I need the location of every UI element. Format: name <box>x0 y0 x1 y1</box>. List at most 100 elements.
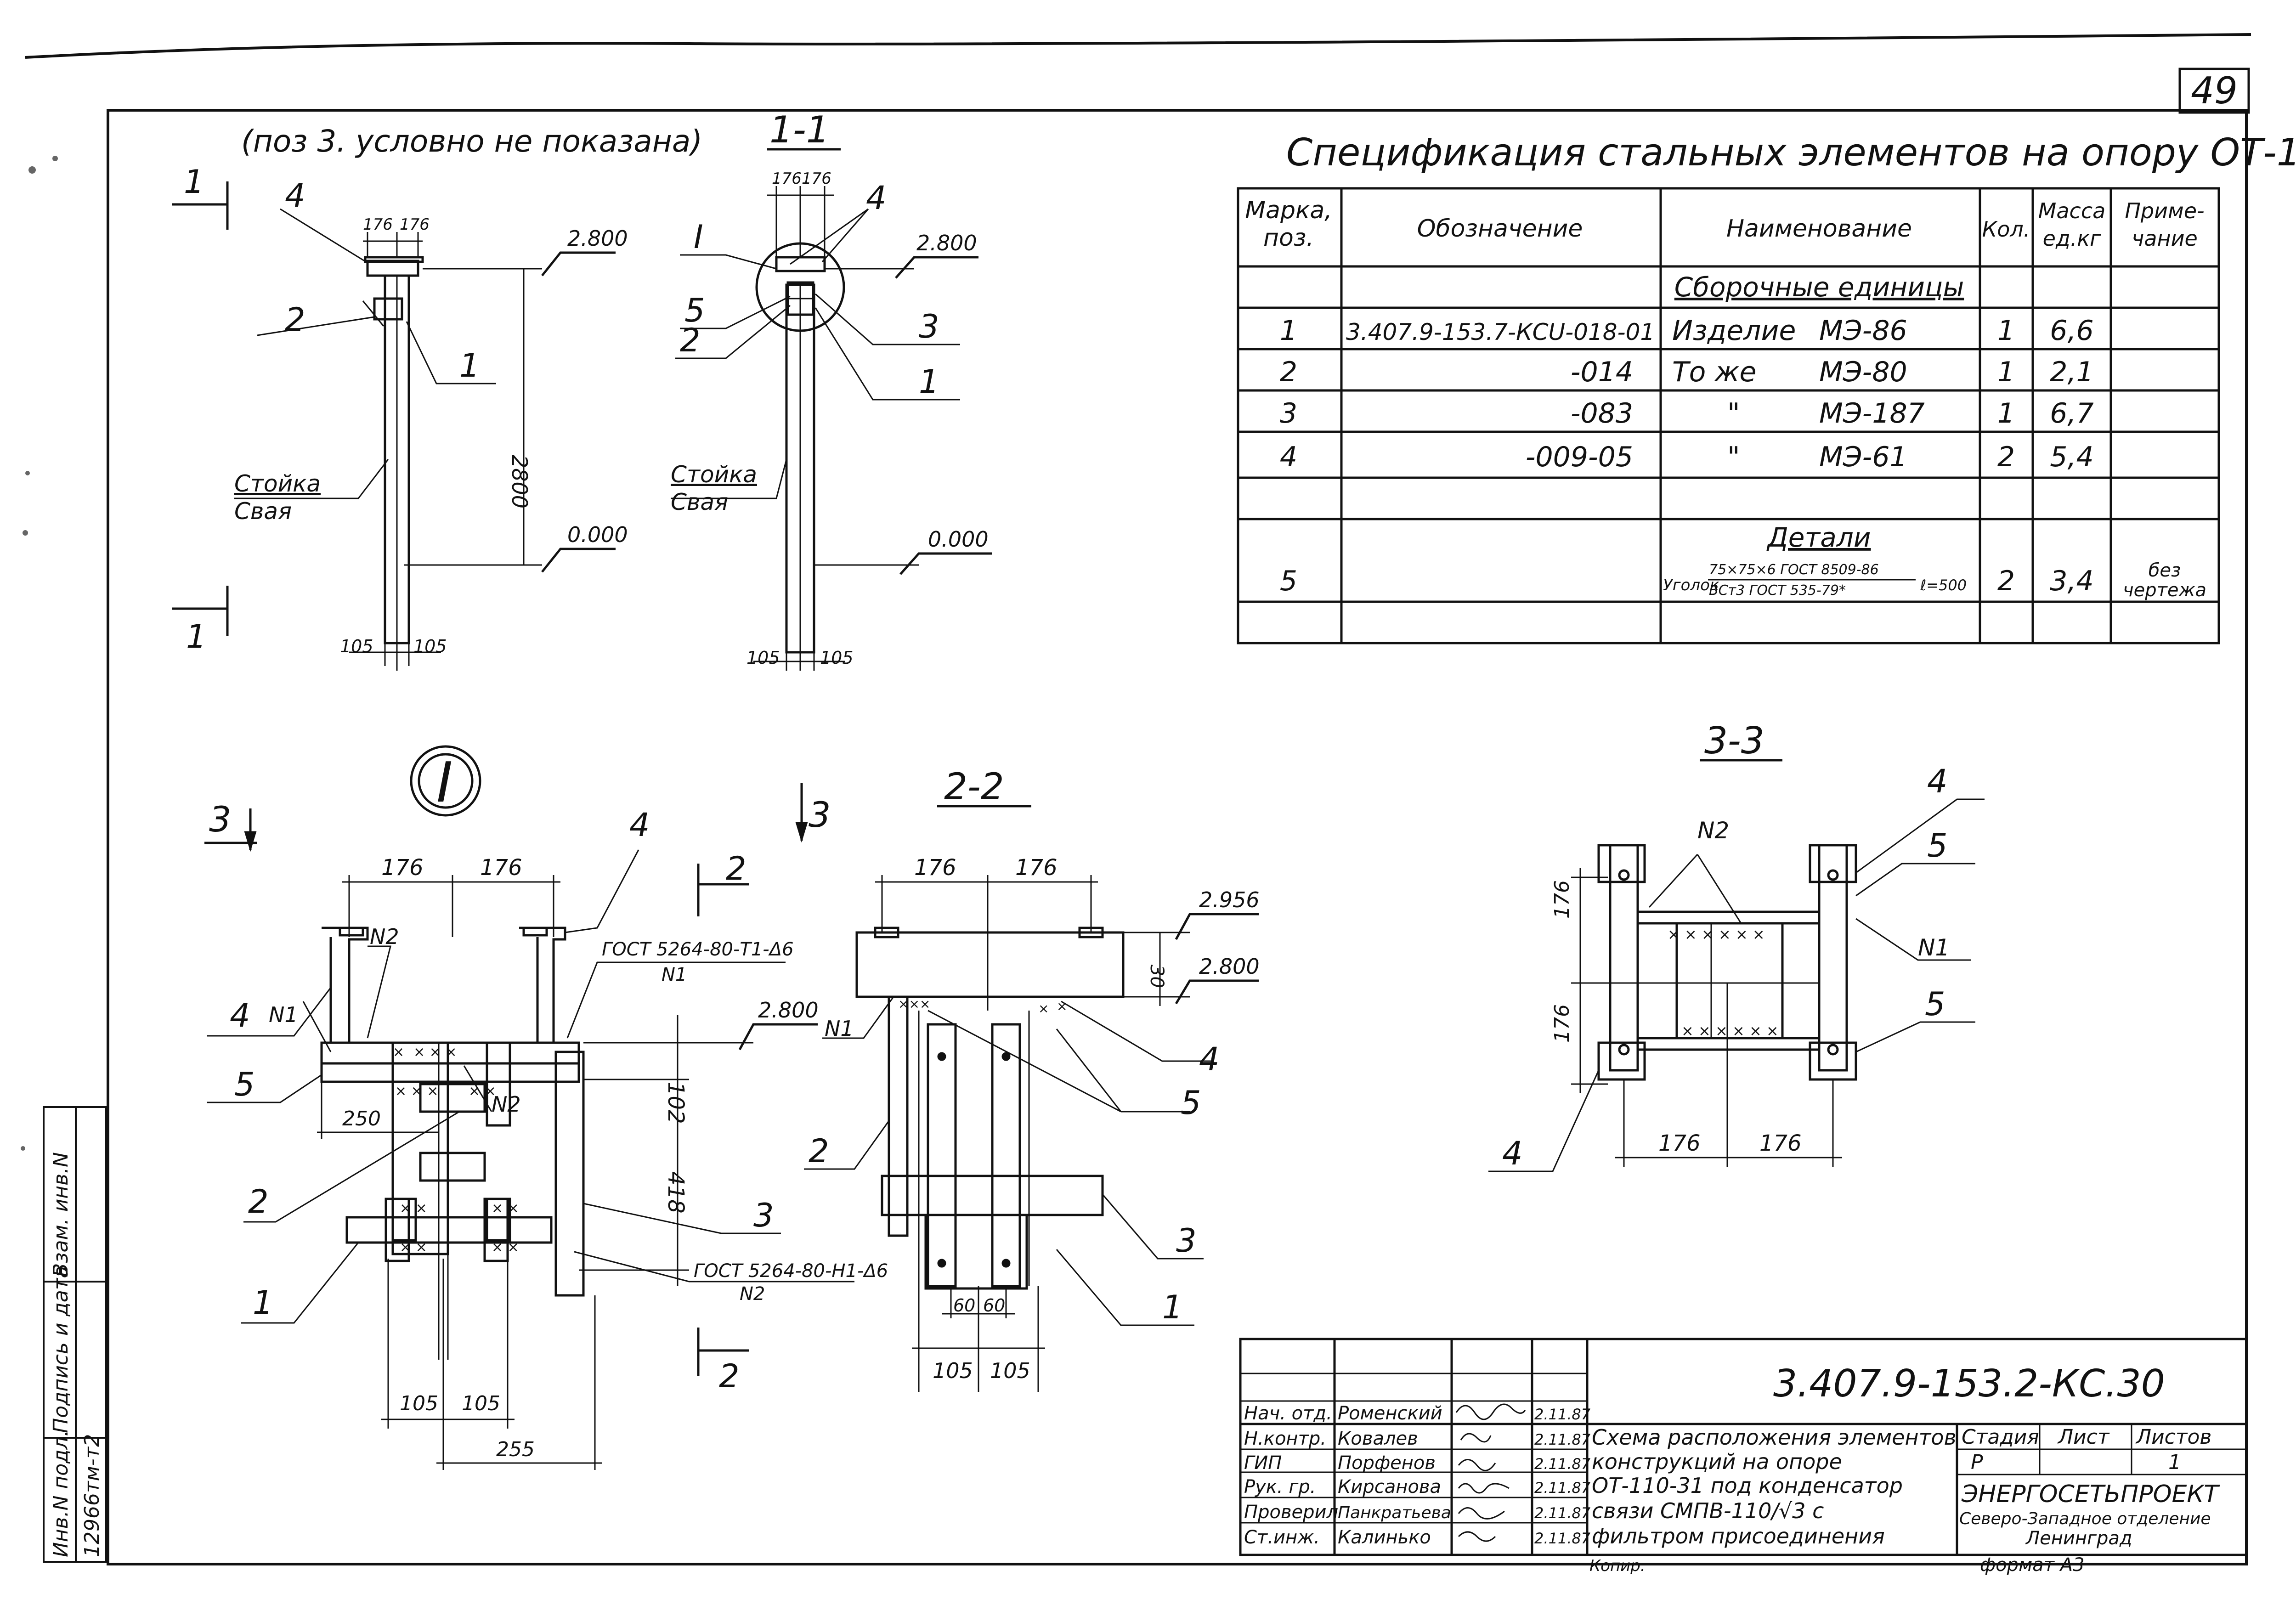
spec-row-2: 2 -014 То же МЭ-80 1 2,1 <box>1280 356 2094 388</box>
role-6: Ст.инж. <box>1244 1527 1320 1548</box>
name-3: Порфенов <box>1338 1452 1436 1474</box>
spec-row-4: 4 -009-05 " МЭ-61 2 5,4 <box>1280 441 2094 473</box>
dim-105-c: 105 <box>746 648 780 668</box>
format-label: формат А3 <box>1980 1554 2085 1576</box>
dim-176-l: 176 <box>1759 1130 1802 1156</box>
pos-3-label-b: 3 <box>919 308 939 345</box>
n1-marker-b: N1 <box>825 1016 854 1041</box>
role-1: Нач. отд. <box>1244 1403 1332 1424</box>
svg-text:": " <box>1727 397 1740 429</box>
date-6: 2.11.87 <box>1534 1530 1591 1547</box>
svg-text:2: 2 <box>1997 565 2015 597</box>
pos-1-label-d: 1 <box>1162 1288 1183 1326</box>
dim-105-a: 105 <box>340 636 373 656</box>
side-stamp: Инв.N подл. Подпись и дата Взам. инв.N 1… <box>43 1106 107 1563</box>
svg-text:ℓ=500: ℓ=500 <box>1920 576 1967 594</box>
dim-418: 418 <box>663 1171 689 1214</box>
section-assemblies: Сборочные единицы <box>1674 271 1964 303</box>
svg-text:1: 1 <box>1997 315 2015 347</box>
col-note-header-1: Приме- <box>2125 198 2204 223</box>
section-1-1-view: 1-1 176 176 105 105 2.800 0.000 I 4 5 <box>671 108 992 671</box>
dim-105-h: 105 <box>990 1358 1030 1383</box>
pos-2-label-c: 2 <box>248 1183 269 1220</box>
elev-0000-b: 0.000 <box>928 527 989 552</box>
weld-bottom-note: ГОСТ 5264-80-Н1-Δ6 <box>694 1260 888 1282</box>
name-4: Кирсанова <box>1338 1476 1441 1497</box>
stamp-inv-label: Инв.N подл. <box>49 1430 73 1557</box>
svg-text:МЭ-80: МЭ-80 <box>1819 356 1907 388</box>
dim-176-b: 176 <box>400 215 430 234</box>
section-33-title: 3-3 <box>1704 719 1764 762</box>
section-details: Детали <box>1766 522 1871 553</box>
pos-1-label-b: 1 <box>919 363 939 401</box>
svg-text:× ×: × × <box>492 1239 519 1255</box>
svg-text:3.407.9-153.7-КСU-018-01: 3.407.9-153.7-КСU-018-01 <box>1346 319 1655 345</box>
cut-3-label-right: 3 <box>809 794 831 835</box>
spec-row-3: 3 -083 " МЭ-187 1 6,7 <box>1280 397 2094 429</box>
elev-2800-c: 2.800 <box>758 998 819 1023</box>
svg-text:× × × × × ×: × × × × × × <box>1668 926 1765 943</box>
spec-row-1: 1 3.407.9-153.7-КСU-018-01 Изделие МЭ-86… <box>1280 315 2094 347</box>
desc-line-3: ОТ-110-31 под конденсатор <box>1592 1473 1903 1498</box>
pos-4-label-b: 4 <box>866 179 887 217</box>
svg-text:без: без <box>2149 560 2181 581</box>
post-label-a: Стойка <box>234 470 321 497</box>
spec-title: Спецификация стальных элементов на опору… <box>1286 131 2296 175</box>
pos-1-label-c: 1 <box>253 1284 273 1322</box>
dim-176-f: 176 <box>480 855 522 881</box>
doc-code: 3.407.9-153.2-КС.30 <box>1773 1362 2165 1406</box>
sheet-label: Лист <box>2057 1425 2110 1449</box>
pos-4-label-g: 4 <box>1502 1135 1523 1172</box>
svg-text:чертежа: чертежа <box>2123 580 2206 601</box>
weld-top-n1: N1 <box>662 964 687 985</box>
pile-label-b: Свая <box>671 489 728 515</box>
pos-2-label-a: 2 <box>285 301 305 339</box>
svg-text:-014: -014 <box>1571 356 1633 388</box>
sheet-number-box: 49 <box>2178 68 2250 114</box>
svg-text:×: × <box>1057 999 1067 1014</box>
col-note-header-2: чание <box>2132 226 2198 251</box>
pos-5-label-b: 5 <box>684 292 705 329</box>
role-5: Проверил <box>1244 1502 1338 1523</box>
date-3: 2.11.87 <box>1534 1455 1591 1473</box>
svg-text:4: 4 <box>1280 441 1297 473</box>
svg-text:6,7: 6,7 <box>2050 397 2093 429</box>
desc-line-4: связи СМПВ-110/√3 с <box>1592 1498 1824 1523</box>
pos-3-label-c: 3 <box>753 1197 774 1234</box>
svg-text:× × ×: × × × <box>395 1083 438 1099</box>
col-mass-header-2: ед.кг <box>2043 226 2102 251</box>
name-1: Роменский <box>1338 1403 1442 1424</box>
cut-3-label-left: 3 <box>209 799 231 840</box>
svg-text:3,4: 3,4 <box>2050 565 2093 597</box>
dim-176-e: 176 <box>381 855 424 881</box>
svg-text:МЭ-61: МЭ-61 <box>1819 441 1907 473</box>
pos-1-label-a: 1 <box>459 347 480 384</box>
pos-5-label-f: 5 <box>1925 985 1945 1023</box>
org-dept: Северо-Западное отделение <box>1959 1509 2211 1528</box>
dim-105-f: 105 <box>462 1392 500 1415</box>
dim-176-d: 176 <box>802 170 831 188</box>
side-elevation-view: 1 1 176 176 105 105 2800 2.800 0 <box>172 163 628 671</box>
svg-text:2: 2 <box>1280 356 1297 388</box>
svg-text:5,4: 5,4 <box>2050 441 2093 473</box>
elev-0000-a: 0.000 <box>567 522 628 547</box>
pos-5-label-c: 5 <box>234 1066 255 1103</box>
title-block: 3.407.9-153.2-КС.30 Нач. отд. Н.контр. Г… <box>1239 1338 2248 1576</box>
col-mark-header-2: поз. <box>1263 224 1314 252</box>
specification-table: Спецификация стальных элементов на опору… <box>1237 131 2296 644</box>
elev-2956: 2.956 <box>1199 887 1260 912</box>
weld-top-note: ГОСТ 5264-80-Т1-Δ6 <box>602 939 794 960</box>
svg-text:× × ×: × × × <box>413 1044 457 1060</box>
weld-bottom-n2: N2 <box>740 1283 765 1305</box>
pos-4-label-c: 4 <box>629 806 650 844</box>
cut-2-bottom-label: 2 <box>719 1357 740 1395</box>
dim-60-a: 60 <box>953 1295 975 1316</box>
pos-5-label-e: 5 <box>1927 827 1948 865</box>
post-label-b: Стойка <box>671 461 757 488</box>
org-name: ЭНЕРГОСЕТЬПРОЕКТ <box>1961 1480 2220 1508</box>
dim-176-g: 176 <box>914 855 956 881</box>
svg-text:": " <box>1727 441 1740 473</box>
svg-text:1: 1 <box>1280 315 1297 347</box>
node-I-ref: I <box>694 218 703 256</box>
